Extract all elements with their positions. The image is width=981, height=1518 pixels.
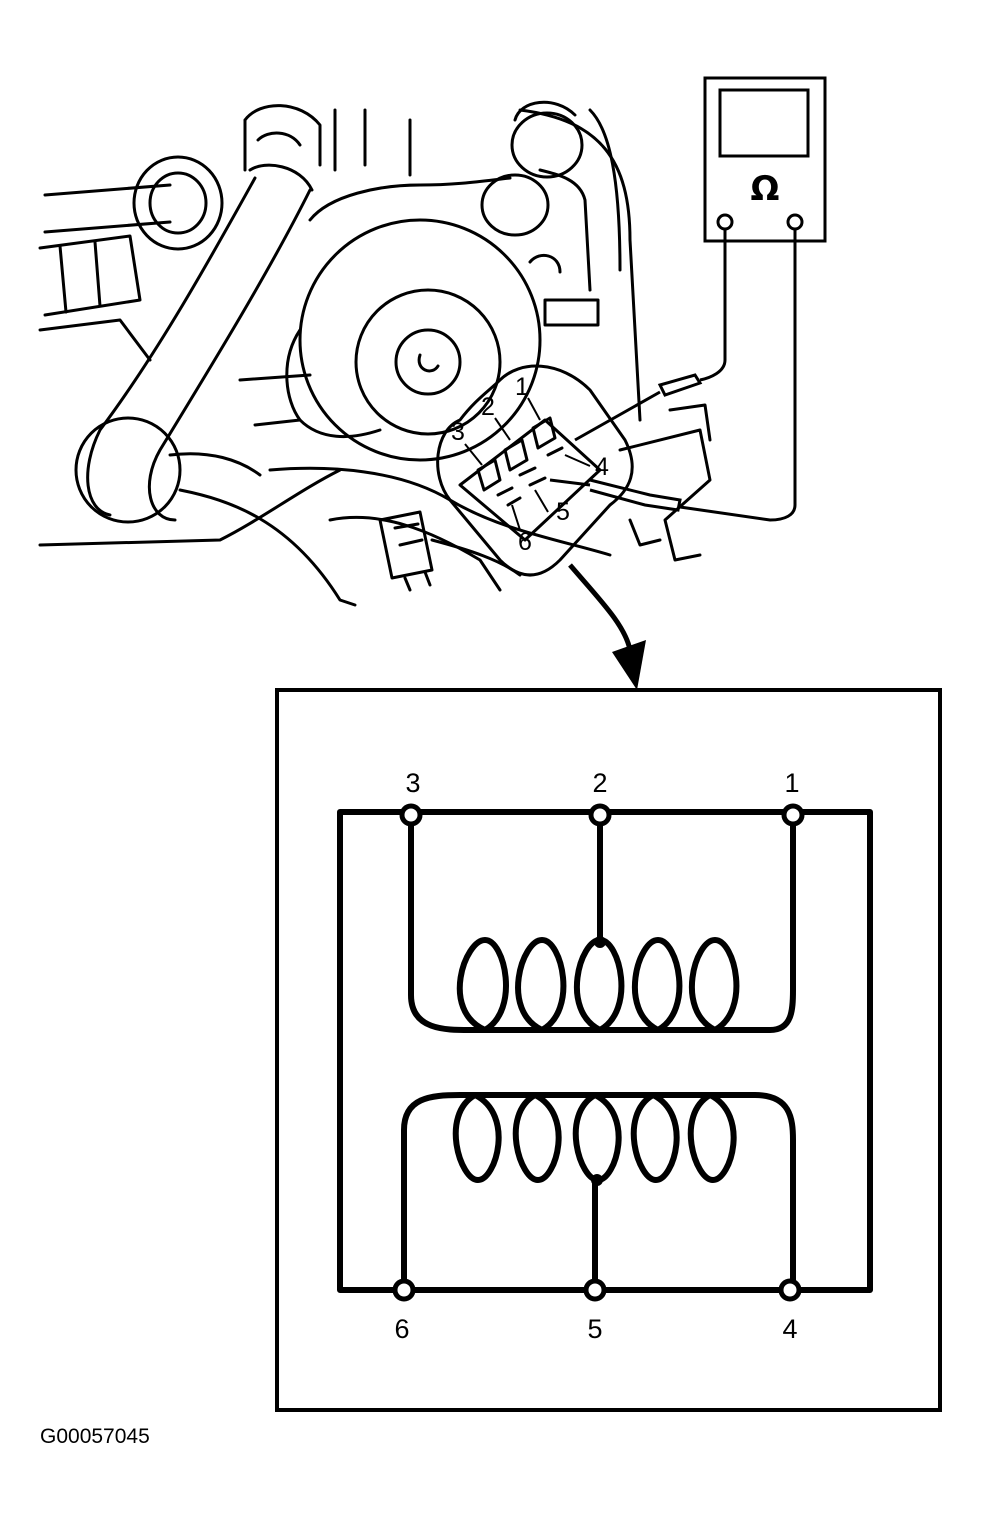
pin-slot-3 — [476, 458, 502, 492]
terminal-4 — [778, 1278, 802, 1302]
schematic-panel: 3 2 1 6 5 4 — [275, 688, 942, 1412]
terminal-label-1: 1 — [784, 768, 799, 798]
probe-upper — [657, 373, 703, 397]
terminal-3 — [399, 803, 423, 827]
probe-lower — [589, 478, 682, 512]
terminal-5 — [583, 1278, 607, 1302]
ohm-symbol: Ω — [751, 169, 780, 209]
left-pipe — [43, 183, 172, 234]
pin-label-3: 3 — [451, 418, 465, 446]
ohmmeter — [549, 76, 827, 522]
pin-label-2: 2 — [481, 393, 495, 421]
hose — [86, 176, 257, 517]
terminal-label-3: 3 — [405, 768, 420, 798]
terminal-6 — [392, 1278, 416, 1302]
upper-tap-junction — [594, 936, 606, 948]
motor-cover — [354, 288, 502, 436]
engine-illustration — [38, 100, 712, 607]
terminal-1 — [781, 803, 805, 827]
terminal-2 — [588, 803, 612, 827]
meter-jack-left — [716, 213, 734, 231]
callout-arrow — [568, 563, 646, 690]
motor-housing — [298, 218, 542, 462]
lower-tap-junction — [591, 1174, 603, 1186]
terminals — [392, 803, 805, 1302]
terminal-label-6: 6 — [394, 1314, 409, 1344]
connector-housing — [436, 364, 634, 577]
pipe-fitting — [148, 171, 208, 235]
upper-coil-loop — [408, 812, 796, 1033]
pin-label-4: 4 — [595, 453, 609, 481]
pin-label-6: 6 — [518, 528, 532, 556]
lower-coil-loop — [401, 1092, 796, 1290]
pin-slot-1 — [531, 416, 557, 450]
pin-label-5: 5 — [556, 498, 570, 526]
meter-body — [703, 76, 827, 243]
schematic-frame — [275, 688, 942, 1412]
lower-coil-windings — [452, 1092, 737, 1183]
terminal-label-5: 5 — [587, 1314, 602, 1344]
terminal-label-2: 2 — [592, 768, 607, 798]
figure-code: G00057045 — [40, 1425, 150, 1448]
upper-coil-windings — [456, 937, 740, 1033]
outer-wiring-loop — [337, 809, 873, 1293]
meter-jack-right — [786, 213, 804, 231]
connector-pin-labels: 1 2 3 4 5 6 — [451, 373, 609, 556]
meter-lead-left — [699, 229, 727, 382]
meter-lead-right — [679, 229, 797, 522]
meter-display — [718, 88, 810, 158]
pin-label-1: 1 — [515, 373, 529, 401]
terminal-label-4: 4 — [782, 1314, 797, 1344]
pin-leader-lines — [464, 397, 591, 531]
pin-slot-2 — [503, 438, 529, 472]
motor-shaft — [394, 328, 462, 396]
wire-clamp — [378, 510, 434, 580]
